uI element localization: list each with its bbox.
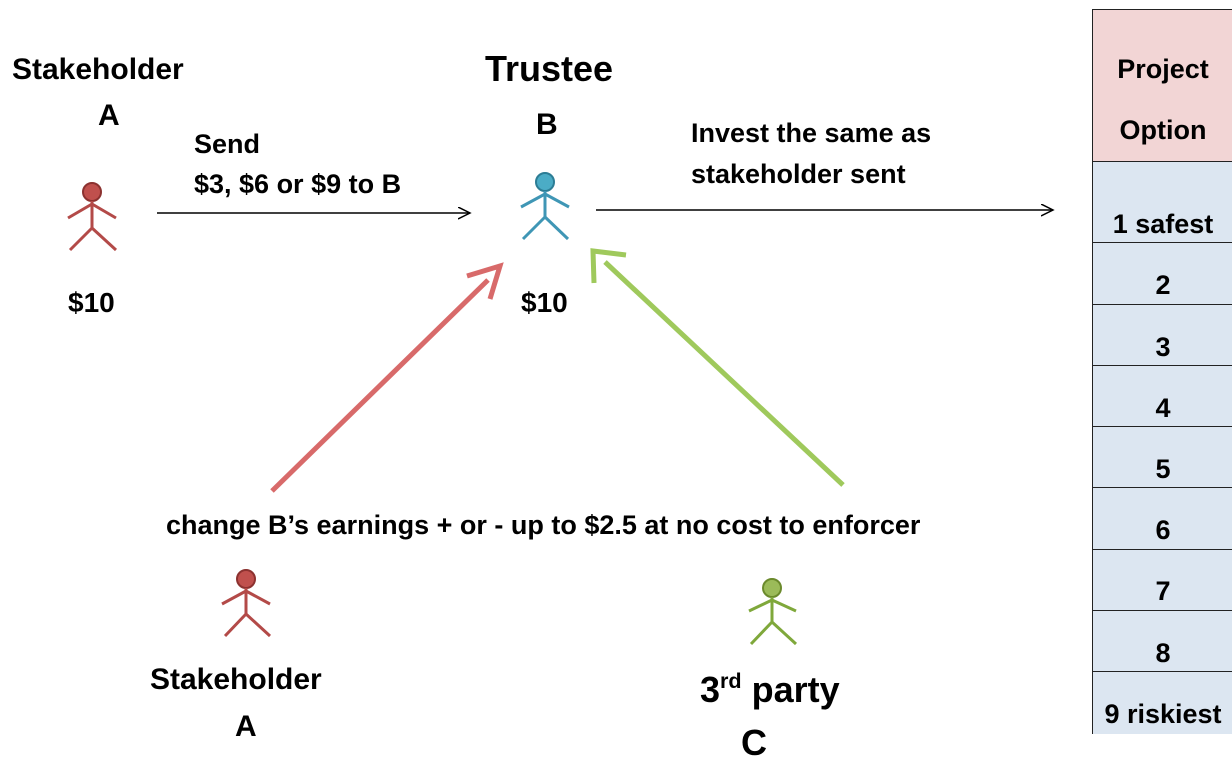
- table-header: Project Option: [1093, 10, 1232, 162]
- send-label-line2: $3, $6 or $9 to B: [194, 169, 402, 199]
- table-row: 1 safest: [1093, 162, 1232, 243]
- stakeholder-bottom-figure-icon: [221, 569, 272, 638]
- stakeholder-top-figure-icon: [67, 182, 118, 252]
- table-cell: 7: [1155, 576, 1171, 606]
- stakeholder-bottom-title: Stakeholder: [150, 663, 322, 696]
- trustee-letter: B: [536, 108, 558, 141]
- stakeholder-top-title: Stakeholder: [12, 53, 184, 86]
- table-cell: 4: [1155, 393, 1171, 423]
- table-row: 9 riskiest: [1093, 672, 1232, 734]
- table-cell: 5: [1155, 454, 1171, 484]
- table-cell: 3: [1155, 332, 1171, 362]
- stakeholder-top-letter: A: [98, 99, 120, 132]
- third-party-letter: C: [741, 722, 767, 763]
- table-row: 6: [1093, 488, 1232, 550]
- table-row: 5: [1093, 427, 1232, 488]
- invest-label-line2: stakeholder sent: [691, 159, 906, 189]
- table-row: 4: [1093, 366, 1232, 427]
- third-party-title: 3rd party: [700, 668, 840, 710]
- send-label-line1: Send: [194, 129, 261, 159]
- table-row: 8: [1093, 611, 1232, 672]
- table-cell: 6: [1155, 515, 1171, 545]
- trustee-title: Trustee: [485, 48, 614, 89]
- project-option-table: Project Option 1 safest 2 3 4 5 6 7 8 9 …: [1092, 9, 1232, 734]
- third-party-figure-icon: [748, 578, 798, 646]
- table-cell: 8: [1155, 638, 1171, 668]
- table-row: 3: [1093, 305, 1232, 366]
- stakeholder-top-money: $10: [68, 287, 115, 318]
- table-cell: 1 safest: [1112, 209, 1214, 239]
- trustee-money: $10: [521, 287, 568, 318]
- stakeholder-bottom-letter: A: [235, 710, 257, 743]
- third-party-enforce-arrow: [590, 248, 845, 487]
- table-header-line2: Option: [1119, 115, 1207, 145]
- invest-label-line1: Invest the same as: [691, 118, 932, 148]
- enforcement-text: change B’s earnings + or - up to $2.5 at…: [166, 510, 921, 540]
- stakeholder-enforce-arrow: [270, 262, 504, 493]
- table-row: 7: [1093, 550, 1232, 611]
- trustee-figure-icon: [520, 172, 570, 241]
- table-cell: 9 riskiest: [1104, 699, 1222, 729]
- table-row: 2: [1093, 243, 1232, 305]
- table-header-line1: Project: [1117, 54, 1209, 84]
- table-cell: 2: [1155, 270, 1171, 300]
